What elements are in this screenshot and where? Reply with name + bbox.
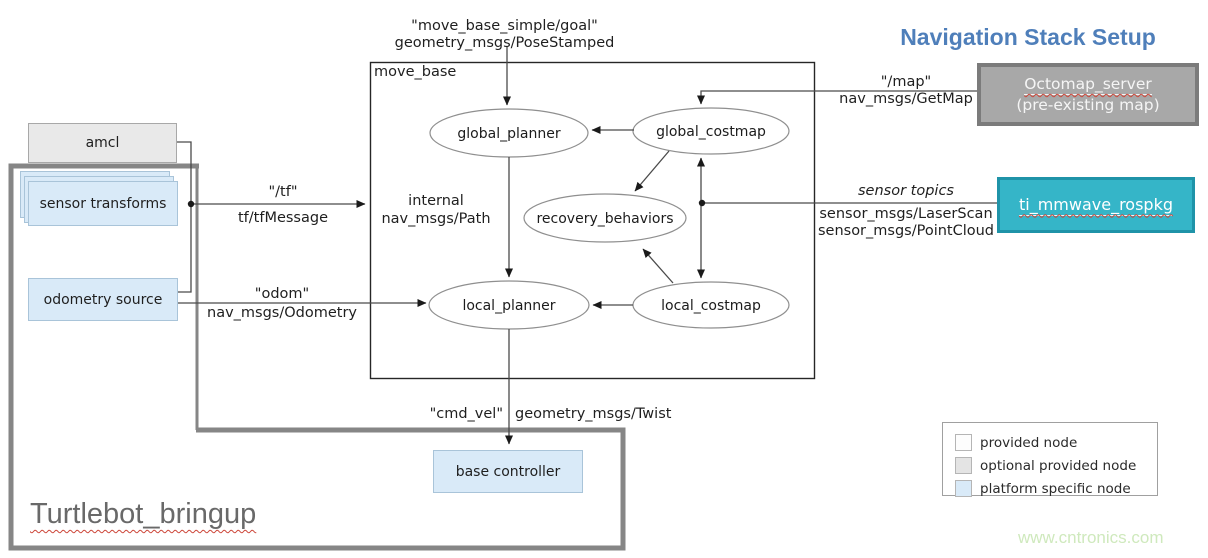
node-octomap-server: Octomap_server (pre-existing map) [977, 63, 1199, 126]
tf-topic-type: tf/tfMessage [237, 210, 329, 226]
sensor-transforms-label: sensor transforms [39, 195, 167, 212]
sensor-topic-pointcloud: sensor_msgs/PointCloud [817, 223, 995, 239]
map-topic-label: "/map" nav_msgs/GetMap [820, 74, 992, 107]
sensor-topic-laserscan: sensor_msgs/LaserScan [819, 205, 993, 222]
base-controller-label: base controller [455, 463, 561, 480]
legend-label-provided: provided node [980, 434, 1078, 451]
move-base-container-box [369, 61, 816, 380]
amcl-label: amcl [85, 135, 120, 151]
odometry-source-label: odometry source [43, 291, 163, 308]
map-topic-name: "/map" [880, 74, 932, 90]
legend-row-optional: optional provided node [955, 454, 1157, 477]
label-global-planner: global_planner [457, 126, 560, 142]
odom-topic-type: nav_msgs/Odometry [207, 305, 357, 321]
internal-type: nav_msgs/Path [381, 210, 491, 227]
node-odometry-source: odometry source [28, 278, 178, 321]
odom-topic-name: "odom" [254, 286, 310, 302]
odom-topic-label: "odom" nav_msgs/Odometry [197, 285, 367, 323]
node-base-controller: base controller [433, 450, 583, 493]
page-title: Navigation Stack Setup [900, 24, 1156, 50]
legend-swatch-optional [955, 457, 972, 474]
legend: provided node optional provided node pla… [942, 422, 1158, 497]
legend-swatch-provided [955, 434, 972, 451]
edge-global-costmap-to-recovery [634, 150, 670, 192]
map-topic-type: nav_msgs/GetMap [839, 90, 973, 107]
label-global-costmap: global_costmap [656, 124, 766, 140]
legend-swatch-platform [955, 480, 972, 497]
label-local-planner: local_planner [462, 298, 555, 314]
octomap-server-subtitle: (pre-existing map) [1016, 96, 1160, 114]
goal-topic-type: geometry_msgs/PoseStamped [394, 34, 615, 51]
node-recovery-behaviors [523, 193, 687, 243]
junction-dot-tf [187, 200, 195, 208]
cmdvel-topic-type: geometry_msgs/Twist [515, 406, 672, 422]
legend-row-provided: provided node [955, 431, 1157, 454]
label-recovery-behaviors: recovery_behaviors [536, 211, 673, 227]
node-sensor-transforms: sensor transforms [28, 181, 178, 226]
tf-topic-name: "/tf" [268, 184, 298, 200]
edge-local-costmap-to-recovery [642, 248, 674, 284]
label-local-costmap: local_costmap [661, 298, 761, 314]
move-base-container-label: move_base [374, 64, 457, 80]
junction-dot-sensor [698, 199, 706, 207]
internal-label: internal [408, 193, 464, 209]
octomap-server-label: Octomap_server [1024, 75, 1152, 95]
ti-mmwave-label: ti_mmwave_rospkg [1018, 194, 1174, 216]
goal-topic-name: "move_base_simple/goal" [411, 18, 598, 34]
legend-label-platform: platform specific node [980, 480, 1131, 497]
legend-row-platform: platform specific node [955, 477, 1157, 500]
internal-path-label: internal nav_msgs/Path [374, 193, 498, 228]
legend-label-optional: optional provided node [980, 457, 1137, 474]
cmdvel-topic-name: "cmd_vel" [429, 406, 503, 422]
edge-map-to-global-costmap [697, 90, 977, 105]
watermark: www.cntronics.com [1018, 528, 1164, 547]
node-global-costmap [632, 107, 790, 155]
node-amcl: amcl [28, 123, 177, 163]
sensor-topics-label: sensor topics sensor_msgs/LaserScan sens… [811, 183, 1001, 241]
turtlebot-bringup-caption: Turtlebot_bringup [30, 498, 257, 530]
node-ti-mmwave-rospkg: ti_mmwave_rospkg [997, 177, 1195, 233]
edge-amcl-odometry-tf-bus [177, 141, 192, 293]
sensor-topics-title: sensor topics [858, 183, 954, 199]
goal-topic-label: "move_base_simple/goal" geometry_msgs/Po… [357, 18, 652, 51]
turtlebot-bringup-group-border [8, 163, 626, 551]
